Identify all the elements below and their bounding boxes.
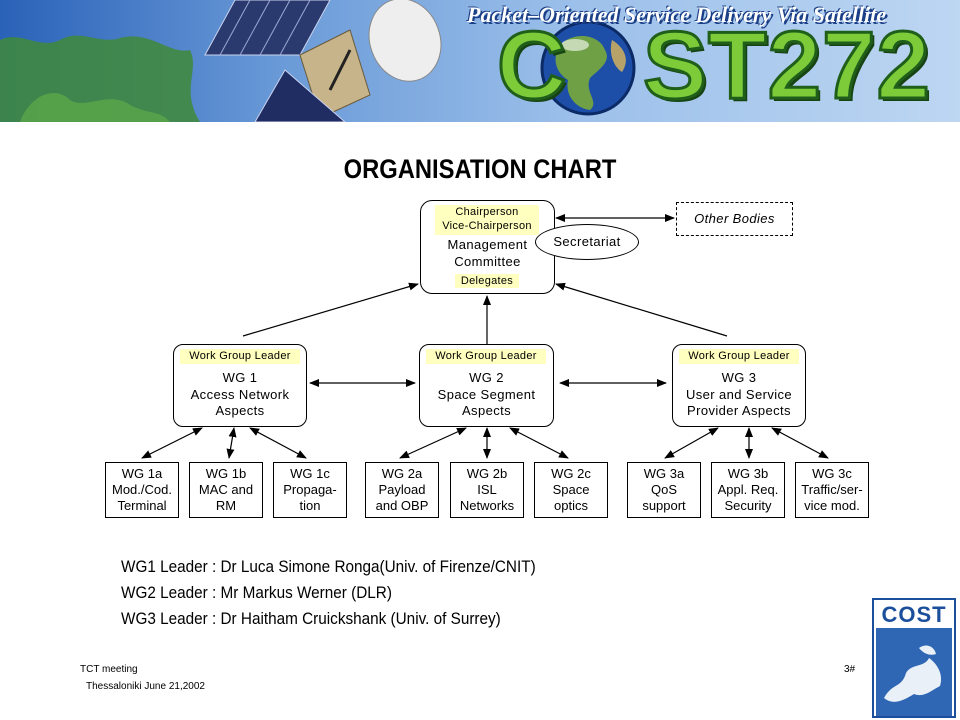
wg3c-box: WG 3c Traffic/ser- vice mod. (795, 462, 869, 518)
wg2-box: Work Group Leader WG 2 Space Segment Asp… (419, 344, 554, 427)
wg3b-line3: Security (724, 498, 772, 513)
wg3-box: Work Group Leader WG 3 User and Service … (672, 344, 806, 427)
wg2-line2: Space Segment (437, 387, 536, 402)
arrow-wg2-wg2c (509, 427, 569, 459)
wg3-line2: User and Service (685, 387, 793, 402)
wg1b-line2: MAC and (198, 482, 254, 497)
wg3b-box: WG 3b Appl. Req. Security (711, 462, 785, 518)
wg3b-line1: WG 3b (727, 466, 769, 481)
wg1a-box: WG 1a Mod./Cod. Terminal (105, 462, 179, 518)
page-number: 3# (844, 664, 856, 675)
footer-meeting: TCT meeting (80, 664, 138, 675)
wg3a-line2: QoS (650, 482, 677, 497)
globe-icon (540, 20, 636, 116)
arrow-wg1-wg1c (249, 427, 307, 459)
wg2b-line2: ISL (477, 482, 497, 497)
wg1a-line2: Mod./Cod. (112, 482, 172, 497)
wg2c-box: WG 2c Space optics (534, 462, 608, 518)
wg2-line1: WG 2 (469, 370, 504, 385)
cost-logo: COST (872, 598, 956, 718)
wg2c-line2: Space (552, 482, 590, 497)
wg2a-line2: Payload (378, 482, 426, 497)
wg1c-box: WG 1c Propaga- tion (273, 462, 347, 518)
wg2c-line3: optics (554, 498, 588, 513)
leaders-list: WG1 Leader : Dr Luca Simone Ronga(Univ. … (121, 554, 536, 632)
wg3a-box: WG 3a QoS support (627, 462, 701, 518)
wg3b-line2: Appl. Req. (717, 482, 779, 497)
wg3a-line3: support (642, 498, 686, 513)
satellite-icon (204, 0, 442, 122)
wg3c-line2: Traffic/ser- (801, 482, 863, 497)
wg3c-line1: WG 3c (812, 466, 852, 481)
brand-suffix: ST272 (642, 12, 932, 119)
wg1-box: Work Group Leader WG 1 Access Network As… (173, 344, 307, 427)
wg2-leader-line: WG2 Leader : Mr Markus Werner (DLR) (121, 583, 392, 602)
wg3-leader-label: Work Group Leader (679, 349, 799, 364)
page-title: ORGANISATION CHART (343, 154, 617, 184)
vice-chairperson-text: Vice-Chairperson (442, 220, 532, 232)
wg1c-line1: WG 1c (290, 466, 330, 481)
arrow-wg3-wg3a (664, 427, 719, 459)
wg2c-line1: WG 2c (551, 466, 591, 481)
header-banner: Packet–Oriented Service Delivery Via Sat… (0, 0, 960, 122)
wg2b-line3: Networks (459, 498, 515, 513)
wg1a-line1: WG 1a (121, 466, 163, 481)
other-bodies-text: Other Bodies (694, 211, 775, 226)
banner-art (0, 0, 636, 122)
committee-name-line2: Committee (454, 254, 521, 269)
arrow-wg1-wg1b (226, 427, 237, 459)
wg1-line3: Aspects (215, 403, 265, 418)
chairperson-label: Chairperson Vice-Chairperson (435, 205, 539, 235)
wg3a-line1: WG 3a (643, 466, 685, 481)
banner-tagline: Packet–Oriented Service Delivery Via Sat… (467, 2, 887, 27)
wg1-leader-line: WG1 Leader : Dr Luca Simone Ronga(Univ. … (121, 557, 536, 576)
wg3c-line3: vice mod. (804, 498, 860, 513)
delegates-label: Delegates (455, 274, 519, 288)
arrow-wg1-committee (242, 282, 419, 337)
wg3-leader-line: WG3 Leader : Dr Haitham Cruickshank (Uni… (121, 609, 501, 628)
secretariat-text: Secretariat (553, 234, 621, 249)
arrow-wg1-wg1a (141, 427, 203, 459)
footer-location-date: Thessaloniki June 21,2002 (86, 681, 205, 692)
brand-prefix: C (495, 12, 568, 119)
wg2-line3: Aspects (461, 403, 512, 418)
wg2a-line1: WG 2a (381, 466, 423, 481)
wg1-leader-label: Work Group Leader (180, 349, 300, 364)
secretariat-ellipse: Secretariat (535, 224, 639, 260)
wg2a-line3: and OBP (375, 498, 429, 513)
wg2-leader-label: Work Group Leader (426, 349, 546, 364)
arrow-wg3-committee (555, 282, 728, 337)
arrow-wg2-wg2a (399, 427, 467, 459)
wg1-line1: WG 1 (222, 370, 258, 385)
wg1c-line2: Propaga- (283, 482, 337, 497)
brand-wordmark: COST272 (495, 14, 931, 117)
cost-logo-text: COST (881, 602, 947, 627)
arrow-wg3-wg3c (771, 427, 829, 459)
wg1a-line3: Terminal (117, 498, 167, 513)
wg1b-line3: RM (215, 498, 237, 513)
wg3-line3: Provider Aspects (687, 403, 791, 418)
wg2b-box: WG 2b ISL Networks (450, 462, 524, 518)
wg2b-line1: WG 2b (466, 466, 508, 481)
wg1-line2: Access Network (190, 387, 290, 402)
committee-name-line1: Management (447, 237, 528, 252)
wg1c-line3: tion (299, 498, 321, 513)
management-committee-box: Chairperson Vice-Chairperson Management … (420, 200, 555, 294)
other-bodies-box: Other Bodies (676, 202, 793, 236)
wg1b-line1: WG 1b (205, 466, 247, 481)
europe-logo-icon (876, 628, 952, 716)
wg1b-box: WG 1b MAC and RM (189, 462, 263, 518)
wg3-line1: WG 3 (721, 370, 757, 385)
wg2a-box: WG 2a Payload and OBP (365, 462, 439, 518)
chairperson-text: Chairperson (455, 206, 519, 218)
